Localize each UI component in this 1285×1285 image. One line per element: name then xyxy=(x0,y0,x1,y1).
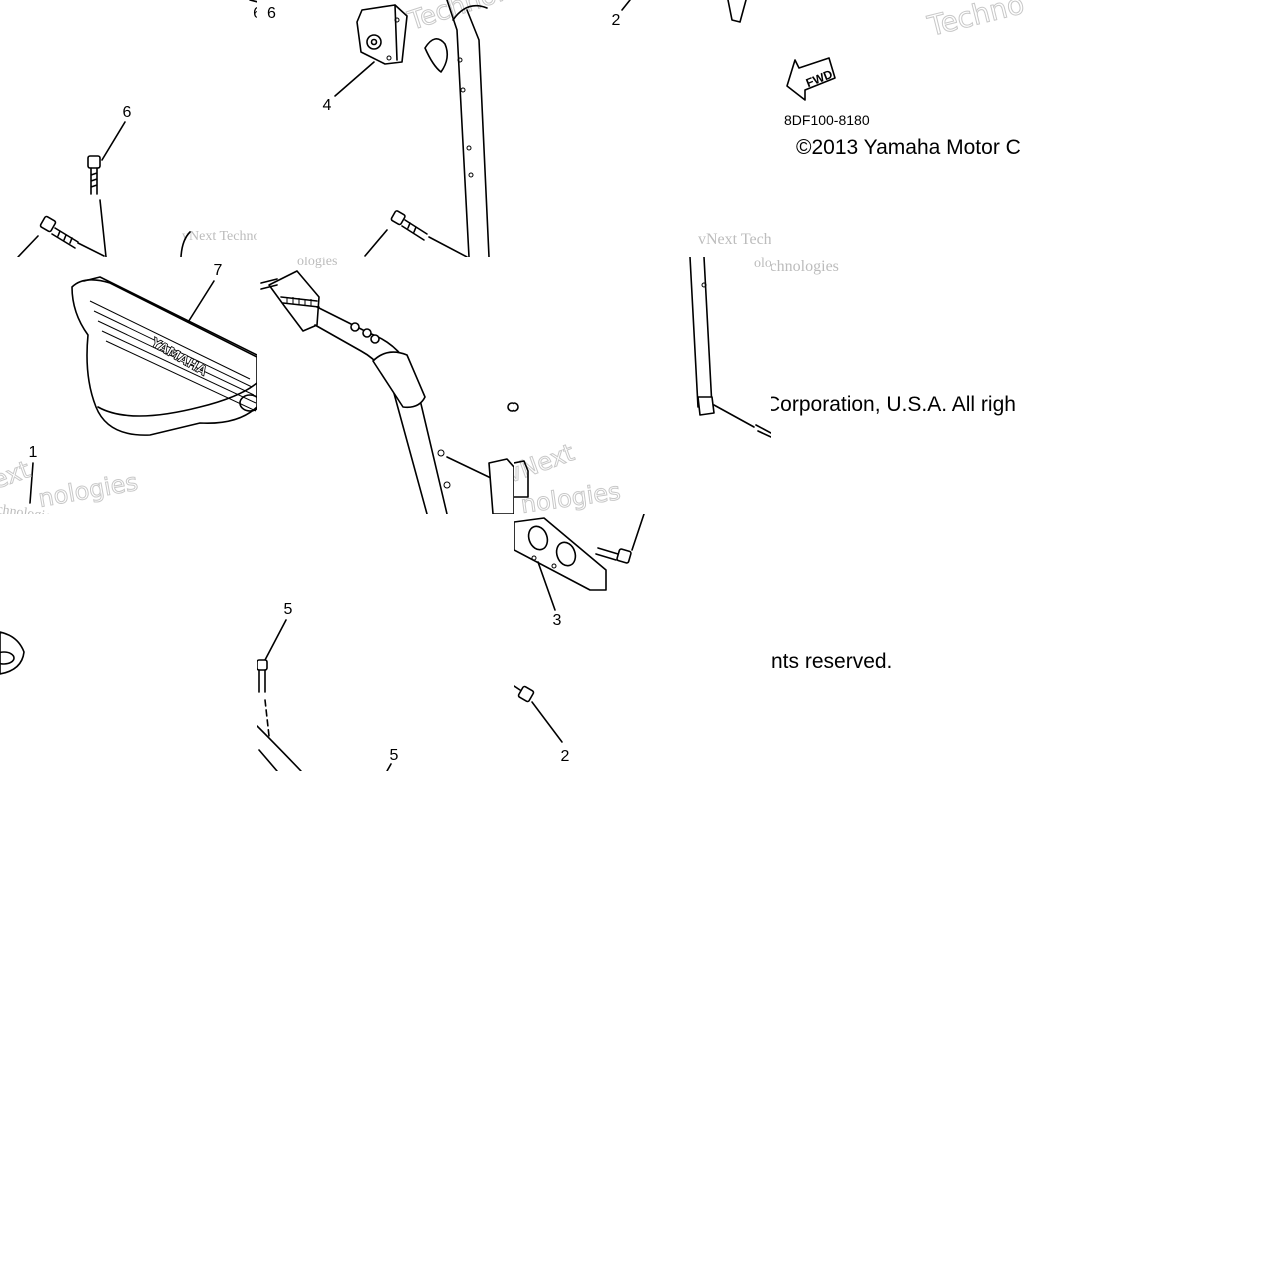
callout-5: 5 xyxy=(284,601,293,618)
bracket-leg xyxy=(727,0,747,23)
bolt-icon xyxy=(390,210,428,241)
watermark: vNext Technologies xyxy=(182,229,257,244)
bolt-icon xyxy=(87,155,101,195)
tile-r2-c4: vNext Technologies Corporation, U.S.A. A… xyxy=(771,257,1028,514)
watermark: chnologies xyxy=(0,502,58,514)
callout-4: 4 xyxy=(323,97,332,114)
side-plate xyxy=(488,458,514,514)
tile-r1-c4: Techno FWD 8DF100-8180 ©2013 Yamaha Moto… xyxy=(771,0,1028,257)
handle-bracket xyxy=(260,270,320,332)
tile-r1-c3: 2 FWD vNext Technologies xyxy=(514,0,771,257)
watermark: vNext Technologies xyxy=(771,258,839,275)
callout-2-top: 2 xyxy=(612,12,621,29)
bolt-icon xyxy=(595,547,632,564)
upright-post xyxy=(689,257,715,416)
part-code: 8DF100-8180 xyxy=(784,112,870,128)
tile-r3-c3: nologies 3 2 xyxy=(514,514,771,771)
seat: YAMAHA xyxy=(71,276,257,436)
callout-2: 2 xyxy=(561,748,570,765)
tile-r1-c1: 6 6 vNext Technologies xyxy=(0,0,257,257)
mounting-bracket xyxy=(356,4,408,65)
footrest xyxy=(0,631,25,675)
tile-r2-c3: vNext Technologies ologies vNext nologie… xyxy=(514,257,771,514)
callout-3: 3 xyxy=(553,612,562,629)
tile-r3-c1 xyxy=(0,514,257,771)
handlebar xyxy=(314,306,451,514)
callout-6-top: 6 xyxy=(267,5,276,22)
callout-6: 6 xyxy=(123,104,132,121)
callout-6-top: 6 xyxy=(253,5,257,22)
watermark: nologies xyxy=(514,514,614,518)
watermark: ologies xyxy=(297,257,337,269)
fwd-arrow-icon: FWD xyxy=(786,57,836,101)
frame-tube xyxy=(446,0,490,257)
nut-icon xyxy=(514,685,535,703)
hook-icon xyxy=(424,38,449,73)
copyright-line-3: nts reserved. xyxy=(771,650,893,673)
watermark: vNext Technologies xyxy=(698,231,771,248)
watermark: vNext xyxy=(514,438,578,488)
mount-plate xyxy=(514,517,607,591)
watermark: Technologies xyxy=(404,0,514,37)
watermark: ologies xyxy=(754,257,771,271)
tile-r1-c2: 6 Technologies 4 xyxy=(257,0,514,257)
tile-r2-c1: 7 YAMAHA 1 ext chnologies nologies xyxy=(0,257,257,514)
watermark: nologies xyxy=(36,468,140,513)
tile-r3-c4: nts reserved. xyxy=(771,514,1028,771)
bolt-icon xyxy=(257,659,268,693)
tile-r2-c2: ologies xyxy=(257,257,514,514)
watermark: ext xyxy=(0,455,34,494)
watermark: nologies xyxy=(519,477,622,514)
copyright-line-2: Corporation, U.S.A. All righ xyxy=(771,393,1016,416)
callout-7: 7 xyxy=(214,262,223,279)
copyright-line-1: ©2013 Yamaha Motor C xyxy=(796,136,1021,159)
callout-1: 1 xyxy=(29,444,38,461)
tile-r3-c2: 5 5 xyxy=(257,514,514,771)
callout-5-lower: 5 xyxy=(390,747,399,764)
watermark: Techno xyxy=(924,0,1028,43)
bolt-icon xyxy=(39,215,79,249)
